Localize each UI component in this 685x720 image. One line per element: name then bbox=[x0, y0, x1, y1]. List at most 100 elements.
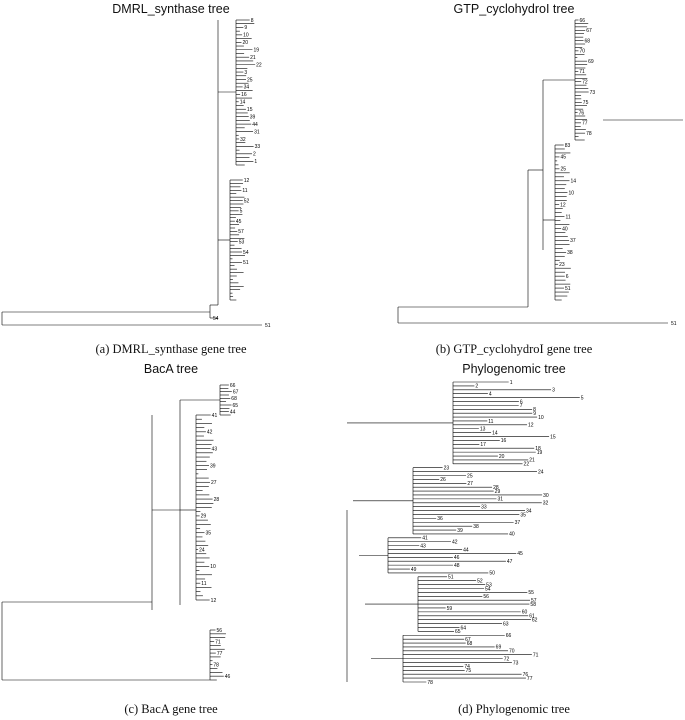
leaf-label: 45 bbox=[517, 551, 523, 557]
leaf-label: 9 bbox=[244, 25, 247, 31]
leaf-label: 30 bbox=[543, 493, 549, 499]
leaf-label: 38 bbox=[473, 524, 479, 530]
leaf-label: 66 bbox=[230, 383, 236, 389]
leaf-label: 51 bbox=[243, 260, 249, 266]
leaf-label: 54 bbox=[485, 586, 491, 592]
leaf-label: 13 bbox=[480, 427, 486, 433]
leaf-label: 56 bbox=[483, 594, 489, 600]
leaf-label: 67 bbox=[465, 637, 471, 643]
leaf-label: 19 bbox=[253, 48, 259, 54]
leaf-label: 2 bbox=[253, 152, 256, 158]
leaf-label: 66 bbox=[580, 18, 586, 24]
leaf-label: 29 bbox=[201, 514, 207, 520]
leaf-label: 23 bbox=[444, 466, 450, 472]
leaf-label: 65 bbox=[455, 629, 461, 635]
leaf-label: 83 bbox=[565, 143, 571, 149]
leaf-label: 25 bbox=[560, 167, 566, 173]
leaf-label: 70 bbox=[509, 649, 515, 655]
leaf-label: 58 bbox=[530, 602, 536, 608]
panel-title: DMRL_synthase tree bbox=[112, 2, 230, 16]
leaf-label: 29 bbox=[495, 489, 501, 495]
leaf-label: 24 bbox=[199, 547, 205, 553]
leaf-label: 6 bbox=[520, 399, 523, 405]
leaf-label: 54 bbox=[243, 250, 249, 256]
leaf-label: 44 bbox=[230, 409, 236, 415]
leaf-label: 57 bbox=[531, 598, 537, 604]
leaf-label: 32 bbox=[240, 137, 246, 143]
leaf-label: 52 bbox=[244, 198, 250, 204]
leaf-label: 53 bbox=[239, 240, 245, 246]
leaf-label: 77 bbox=[527, 676, 533, 682]
baca-tree: 6667686544414243392728293524101112567177… bbox=[1, 383, 239, 681]
leaf-label: 20 bbox=[243, 40, 249, 46]
leaf-label: 47 bbox=[507, 559, 513, 565]
leaf-label: 40 bbox=[562, 226, 568, 232]
leaf-label: 15 bbox=[247, 107, 253, 113]
leaf-label: 67 bbox=[233, 389, 239, 395]
leaf-label: 25 bbox=[247, 77, 253, 83]
leaf-label: 2 bbox=[475, 384, 478, 390]
gtp-cyclohydrol-tree: 5166676870697172737576777883452514101211… bbox=[397, 18, 683, 327]
leaf-label: 6 bbox=[566, 274, 569, 280]
leaf-label: 14 bbox=[570, 179, 576, 185]
leaf-label: 18 bbox=[535, 446, 541, 452]
panel-title: GTP_cyclohydroI tree bbox=[453, 2, 575, 16]
leaf-label: 52 bbox=[477, 579, 483, 585]
leaf-label: 9 bbox=[533, 411, 536, 417]
leaf-label: 34 bbox=[244, 85, 250, 91]
leaf-label: 68 bbox=[585, 38, 591, 44]
leaf-label: 22 bbox=[524, 462, 530, 468]
leaf-label: 7 bbox=[520, 403, 523, 409]
leaf-label: 53 bbox=[486, 582, 492, 588]
leaf-label: 50 bbox=[489, 571, 495, 577]
leaf-label: 51 bbox=[448, 575, 454, 581]
leaf-label: 74 bbox=[464, 664, 470, 670]
leaf-label: 33 bbox=[255, 144, 261, 150]
leaf-label: 11 bbox=[488, 419, 493, 425]
leaf-label: 77 bbox=[582, 121, 588, 127]
panel-caption: (b) GTP_cyclohydroI gene tree bbox=[435, 342, 593, 356]
leaf-label: 59 bbox=[447, 606, 453, 612]
leaf-label: 73 bbox=[590, 90, 596, 96]
leaf-label: 4 bbox=[489, 391, 492, 397]
leaf-label: 26 bbox=[440, 477, 446, 483]
leaf-label: 61 bbox=[529, 614, 535, 620]
leaf-label: 24 bbox=[538, 469, 544, 475]
leaf-label: 77 bbox=[217, 651, 223, 657]
leaf-label: 14 bbox=[492, 430, 498, 436]
leaf-label: 73 bbox=[513, 660, 519, 666]
leaf-label: 71 bbox=[533, 653, 539, 659]
leaf-label: 19 bbox=[537, 450, 543, 456]
leaf-label: 37 bbox=[515, 520, 521, 526]
leaf-label: 22 bbox=[256, 62, 262, 68]
panel-title: BacA tree bbox=[143, 362, 199, 376]
leaf-label: 11 bbox=[242, 188, 247, 194]
leaf-label: 25 bbox=[467, 473, 473, 479]
leaf-label: 55 bbox=[528, 590, 534, 596]
leaf-label: 37 bbox=[570, 238, 576, 244]
leaf-label: 44 bbox=[463, 547, 469, 553]
leaf-label: 75 bbox=[466, 668, 472, 674]
leaf-label: 51 bbox=[265, 323, 271, 329]
leaf-label: 43 bbox=[420, 543, 426, 549]
leaf-label: 69 bbox=[588, 59, 594, 65]
leaf-label: 72 bbox=[582, 80, 588, 86]
leaf-label: 46 bbox=[454, 555, 460, 561]
leaf-label: 42 bbox=[452, 540, 458, 546]
leaf-label: 33 bbox=[481, 504, 487, 510]
leaf-label: 78 bbox=[213, 662, 219, 668]
leaf-label: 16 bbox=[241, 92, 247, 98]
leaf-label: 60 bbox=[522, 610, 528, 616]
leaf-label: 27 bbox=[467, 481, 473, 487]
leaf-label: 12 bbox=[560, 202, 566, 208]
leaf-label: 11 bbox=[201, 581, 206, 587]
leaf-label: 28 bbox=[214, 497, 220, 503]
leaf-label: 11 bbox=[565, 214, 570, 220]
leaf-label: 76 bbox=[579, 110, 585, 116]
leaf-label: 21 bbox=[529, 458, 535, 464]
leaf-label: 65 bbox=[233, 403, 239, 409]
leaf-label: 44 bbox=[252, 122, 258, 128]
leaf-label: 42 bbox=[207, 430, 213, 436]
leaf-label: 3 bbox=[244, 70, 247, 76]
leaf-label: 71 bbox=[579, 69, 585, 75]
